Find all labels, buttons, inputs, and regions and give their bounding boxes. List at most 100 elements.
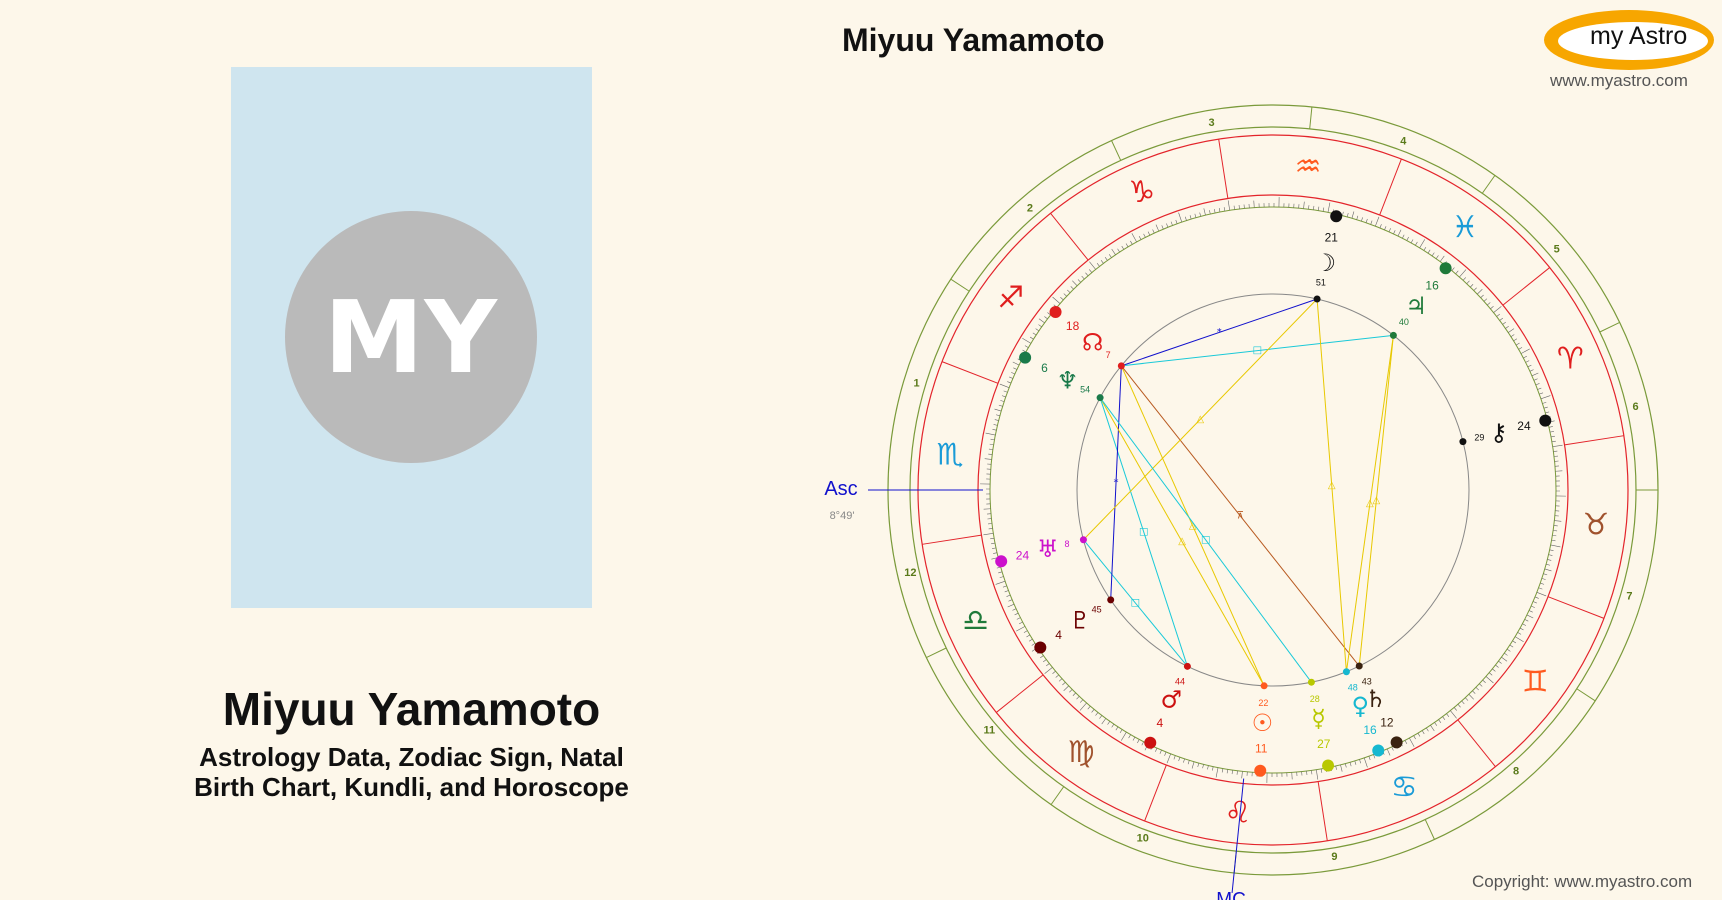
planet-degree: 27 <box>1317 737 1331 751</box>
degree-tick <box>1184 216 1187 221</box>
degree-tick <box>1164 751 1167 756</box>
degree-tick <box>1191 761 1195 769</box>
subtitle-line-2: Birth Chart, Kundli, and Horoscope <box>194 772 629 802</box>
saturn-icon: ♄ <box>1365 685 1387 713</box>
degree-tick <box>1342 211 1344 216</box>
planet-aspect-point <box>1313 295 1321 303</box>
planet-degree: 16 <box>1425 279 1439 293</box>
degree-tick <box>984 458 992 460</box>
degree-tick <box>991 542 996 545</box>
planet-aspect-point <box>1342 668 1350 676</box>
planet-degree: 24 <box>1016 549 1030 563</box>
degree-tick <box>1070 286 1074 290</box>
portrait-placeholder: MY <box>231 67 592 608</box>
degree-tick <box>1550 435 1555 438</box>
degree-tick <box>1026 634 1031 638</box>
planet-minutes: 48 <box>1348 682 1358 692</box>
degree-tick <box>993 424 998 426</box>
degree-tick <box>1549 431 1554 433</box>
degree-tick <box>1009 376 1014 379</box>
degree-tick <box>1475 687 1479 691</box>
degree-tick <box>1551 440 1556 443</box>
degree-tick <box>1553 450 1558 452</box>
degree-tick <box>1209 210 1211 215</box>
sign-divider <box>922 534 982 545</box>
degree-tick <box>1044 667 1053 674</box>
degree-tick <box>1012 608 1017 611</box>
degree-tick <box>1501 656 1508 662</box>
degree-tick <box>1159 749 1162 754</box>
degree-tick <box>1101 718 1107 725</box>
planet-degree: 21 <box>1325 231 1339 245</box>
sign-divider <box>1144 764 1167 822</box>
degree-tick <box>1504 652 1508 656</box>
degree-tick <box>1546 563 1551 566</box>
aspect-line <box>1099 397 1188 667</box>
degree-tick <box>1402 234 1405 239</box>
asc-label: Asc <box>824 478 857 500</box>
house-cusp <box>1576 688 1596 702</box>
site-url[interactable]: www.myastro.com <box>1550 71 1688 90</box>
degree-tick <box>1435 255 1439 259</box>
degree-tick <box>1207 765 1209 770</box>
logo[interactable] <box>1544 10 1714 70</box>
degree-tick <box>1508 328 1515 333</box>
degree-tick <box>1430 725 1435 732</box>
degree-tick <box>1502 321 1506 325</box>
degree-tick <box>1130 240 1133 245</box>
degree-tick <box>1006 594 1011 597</box>
virgo-sign-icon: ♍ <box>1068 735 1095 770</box>
degree-tick <box>1493 306 1502 313</box>
aspect-symbol: ⊼ <box>1237 510 1244 521</box>
degree-tick <box>1014 612 1019 616</box>
degree-tick <box>1137 739 1140 744</box>
degree-tick <box>1028 638 1033 642</box>
degree-tick <box>1356 215 1359 220</box>
degree-tick <box>1470 284 1474 288</box>
degree-tick <box>1457 704 1461 708</box>
chiron-icon: ⚷ <box>1490 418 1508 446</box>
degree-tick <box>1518 347 1523 350</box>
degree-tick <box>1047 312 1051 316</box>
degree-tick <box>1496 313 1500 317</box>
leo-sign-icon: ♌ <box>1224 796 1251 831</box>
degree-tick <box>1553 530 1558 532</box>
venus-icon: ♀ <box>1351 692 1369 720</box>
degree-tick <box>1166 753 1171 764</box>
house-number: 3 <box>1209 117 1215 129</box>
aspect-line <box>1120 365 1360 667</box>
degree-tick <box>1427 249 1431 254</box>
degree-tick <box>1128 734 1131 739</box>
pluto-icon: ♇ <box>1069 607 1091 635</box>
house-cusp <box>1599 321 1620 333</box>
planet-marker <box>1390 736 1403 749</box>
degree-tick <box>1512 640 1517 644</box>
degree-tick <box>1536 592 1547 597</box>
capricorn-sign-icon: ♑ <box>1128 175 1155 210</box>
degree-tick <box>1303 201 1305 209</box>
house-number-ring <box>909 126 1637 854</box>
degree-tick <box>1446 713 1450 717</box>
degree-tick <box>1022 337 1032 344</box>
planet-minutes: 22 <box>1258 698 1268 708</box>
degree-tick <box>1221 768 1224 773</box>
degree-tick <box>1547 559 1552 561</box>
degree-tick <box>1100 260 1104 264</box>
degree-tick <box>1120 731 1127 741</box>
degree-tick <box>1063 293 1067 297</box>
degree-tick <box>1003 390 1008 393</box>
planet-minutes: 44 <box>1175 677 1185 687</box>
degree-tick <box>1096 263 1100 267</box>
degree-tick <box>1545 411 1550 414</box>
degree-tick <box>1541 578 1546 580</box>
degree-tick <box>1543 406 1548 409</box>
degree-tick <box>1537 387 1542 390</box>
degree-tick <box>1335 765 1337 770</box>
planet-minutes: 8 <box>1064 539 1069 549</box>
degree-tick <box>1540 395 1551 400</box>
planet-aspect-point <box>1355 662 1363 670</box>
degree-tick <box>1111 723 1115 728</box>
degree-tick <box>1317 206 1320 211</box>
degree-tick <box>1119 729 1123 734</box>
outer-ring <box>887 104 1659 876</box>
